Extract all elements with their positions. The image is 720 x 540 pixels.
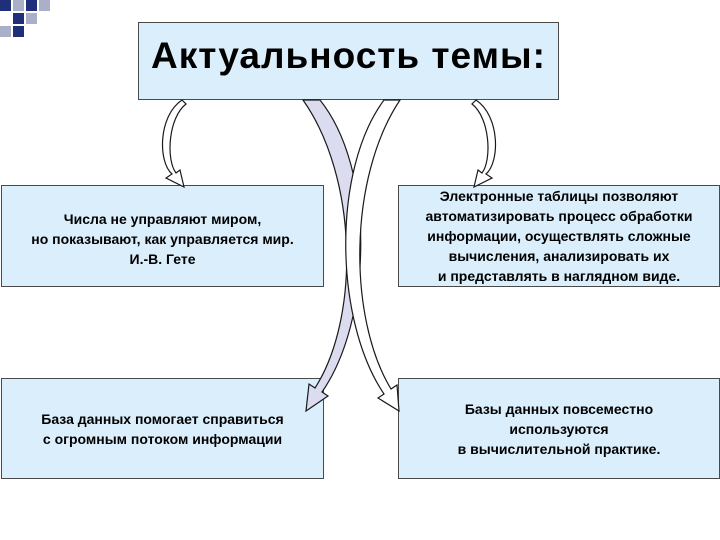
node-bottom-right: Базы данных повсеместно используются в в… bbox=[398, 378, 720, 479]
title-box: Актуальность темы: bbox=[138, 22, 559, 100]
node-top-right-text: Электронные таблицы позволяют автоматизи… bbox=[425, 188, 693, 284]
arrow-to-top-right bbox=[471, 99, 497, 189]
node-top-left-text: Числа не управляют миром, но показывают,… bbox=[31, 211, 294, 267]
arrow-to-top-left bbox=[161, 99, 187, 189]
corner-square bbox=[13, 26, 24, 37]
corner-decoration bbox=[0, 0, 56, 40]
corner-square bbox=[39, 0, 50, 11]
corner-square bbox=[26, 0, 37, 11]
node-bottom-left-text: База данных помогает справиться с огромн… bbox=[41, 410, 284, 447]
corner-square bbox=[26, 13, 37, 24]
corner-square bbox=[0, 0, 11, 11]
corner-square bbox=[0, 26, 11, 37]
node-bottom-right-text: Базы данных повсеместно используются в в… bbox=[457, 400, 661, 457]
corner-square bbox=[13, 13, 24, 24]
node-top-left: Числа не управляют миром, но показывают,… bbox=[1, 185, 324, 287]
node-bottom-left: База данных помогает справиться с огромн… bbox=[1, 378, 324, 479]
arrow-to-bottom-right bbox=[345, 99, 402, 413]
page-title: Актуальность темы: bbox=[151, 35, 546, 76]
node-top-right: Электронные таблицы позволяют автоматизи… bbox=[398, 185, 720, 287]
corner-square bbox=[13, 0, 24, 11]
